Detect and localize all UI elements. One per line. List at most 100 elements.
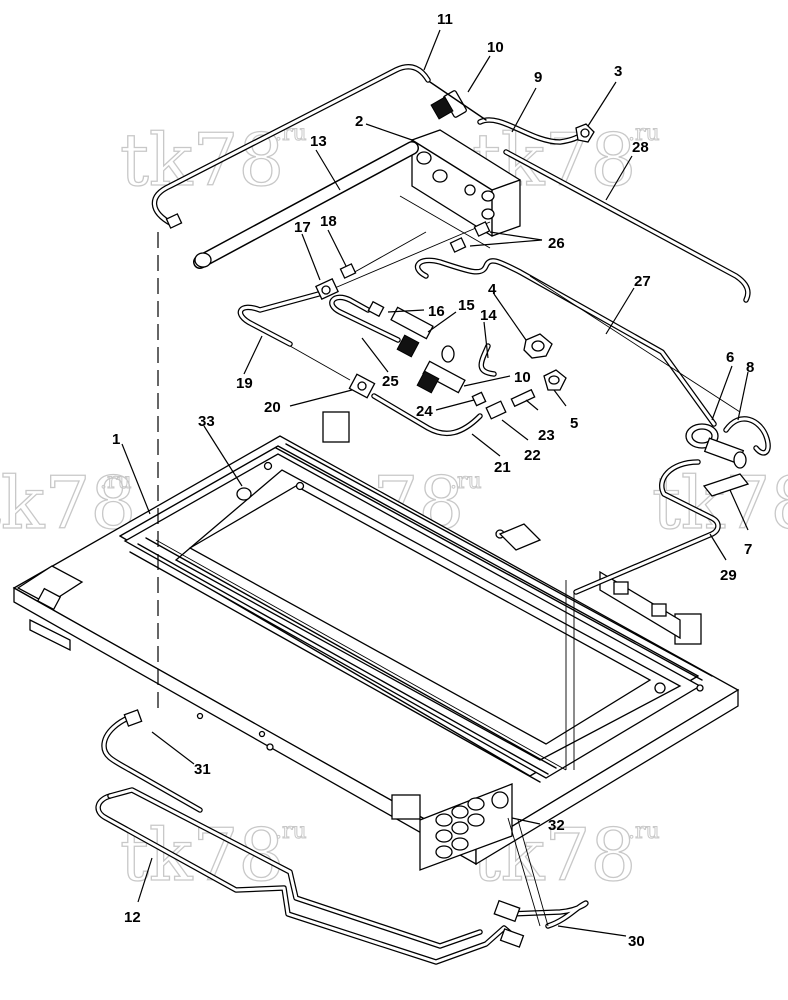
thin-line xyxy=(517,819,549,927)
watermark-suffix: .ru xyxy=(450,469,482,494)
leader-30 xyxy=(557,925,627,937)
leader-lines xyxy=(121,29,749,937)
inner-panel xyxy=(188,485,652,745)
leader-13 xyxy=(315,149,341,191)
leader-8 xyxy=(737,371,749,421)
bracket-tab xyxy=(36,587,62,611)
callout-4: 4 xyxy=(488,281,497,298)
watermark-mid-right: tk78 xyxy=(651,460,788,545)
tube-19-inner xyxy=(238,290,328,346)
fitting-16 xyxy=(367,300,385,318)
callout-18: 18 xyxy=(320,213,337,230)
rail-line xyxy=(285,443,713,677)
grommet-33 xyxy=(236,487,252,501)
callout-7: 7 xyxy=(744,541,752,558)
tube-end xyxy=(123,709,143,727)
fitting-23 xyxy=(510,388,536,408)
tube-end xyxy=(499,928,525,948)
leader-10-upper xyxy=(467,55,491,93)
callout-29: 29 xyxy=(720,567,737,584)
callout-5: 5 xyxy=(570,415,578,432)
watermark-bottom-left: tk78 .ru xyxy=(119,812,307,897)
callout-26: 26 xyxy=(548,235,565,252)
coil-header-32 xyxy=(419,783,513,871)
watermark-suffix: .ru xyxy=(275,819,307,844)
base-pan-frame xyxy=(12,411,740,866)
thin-line xyxy=(399,195,491,249)
flange-slot xyxy=(613,581,629,595)
callout-21: 21 xyxy=(494,459,511,476)
leader-23 xyxy=(525,399,539,411)
callout-17: 17 xyxy=(294,219,311,236)
port xyxy=(481,190,495,202)
leader-6 xyxy=(711,365,733,421)
watermark-top-left: tk78 .ru xyxy=(119,117,307,202)
rail-line xyxy=(155,539,567,771)
tube-end xyxy=(165,213,183,229)
thin-line xyxy=(289,345,351,381)
pan-right-face xyxy=(475,688,739,866)
callout-8: 8 xyxy=(746,359,754,376)
leader-27 xyxy=(605,287,635,335)
callout-16: 16 xyxy=(428,303,445,320)
tube-8-inner xyxy=(724,417,770,455)
bracket-flange xyxy=(29,618,71,652)
front-tab-bracket xyxy=(391,794,421,820)
top-tab-bracket xyxy=(322,411,350,443)
leader-18 xyxy=(327,229,347,267)
fitting-22 xyxy=(485,400,507,420)
leader-1 xyxy=(121,443,151,515)
callout-27: 27 xyxy=(634,273,651,290)
callout-24: 24 xyxy=(416,403,433,420)
leader-2 xyxy=(365,123,413,141)
tube-29-inner xyxy=(574,460,720,594)
watermark-text: tk78 xyxy=(120,118,284,202)
callout-28: 28 xyxy=(632,139,649,156)
leader-17 xyxy=(301,233,321,281)
leader-22 xyxy=(501,419,529,441)
callout-19: 19 xyxy=(236,375,253,392)
rail-line xyxy=(145,537,557,769)
thin-line xyxy=(329,221,491,291)
tube-12b-inner xyxy=(108,788,482,948)
valve-10-upper xyxy=(429,81,487,121)
callout-25: 25 xyxy=(382,373,399,390)
header-stub xyxy=(491,791,509,809)
callout-labels: 11 10 9 3 2 13 28 26 17 18 4 27 16 15 14… xyxy=(112,11,754,950)
callout-15: 15 xyxy=(458,297,475,314)
leader-11 xyxy=(423,29,441,71)
leader-26a xyxy=(469,239,543,247)
tube-30-inner xyxy=(508,901,588,928)
callout-31: 31 xyxy=(194,761,211,778)
tube-11-inner xyxy=(153,65,430,226)
tube-28-inner xyxy=(504,150,750,302)
tube-13-inner xyxy=(194,142,418,268)
leader-32 xyxy=(511,817,541,825)
tube-31-inner xyxy=(102,714,202,812)
leader-20 xyxy=(289,389,353,407)
nut-5 xyxy=(543,369,567,391)
tube-25-inner xyxy=(330,295,400,342)
rail-line xyxy=(275,447,703,681)
flange-slot xyxy=(651,603,667,617)
tubing xyxy=(95,64,771,965)
watermark-text: tk78 xyxy=(652,461,788,545)
callout-2: 2 xyxy=(355,113,363,130)
leader-28 xyxy=(605,155,633,201)
leader-5 xyxy=(553,389,567,407)
callout-13: 13 xyxy=(310,133,327,150)
callout-10-lower: 10 xyxy=(514,369,531,386)
center-plate xyxy=(498,523,542,551)
callout-30: 30 xyxy=(628,933,645,950)
leader-10-lower xyxy=(463,375,511,387)
tube-13-end xyxy=(194,252,212,268)
watermark-suffix: .ru xyxy=(628,819,660,844)
fitting-18 xyxy=(339,263,357,279)
leader-4 xyxy=(493,293,527,341)
exchanger-edge xyxy=(491,179,521,191)
valve-10-lower xyxy=(416,360,466,394)
port xyxy=(464,184,476,196)
fitting-26 xyxy=(449,237,467,253)
tube-27-inner xyxy=(416,259,716,426)
